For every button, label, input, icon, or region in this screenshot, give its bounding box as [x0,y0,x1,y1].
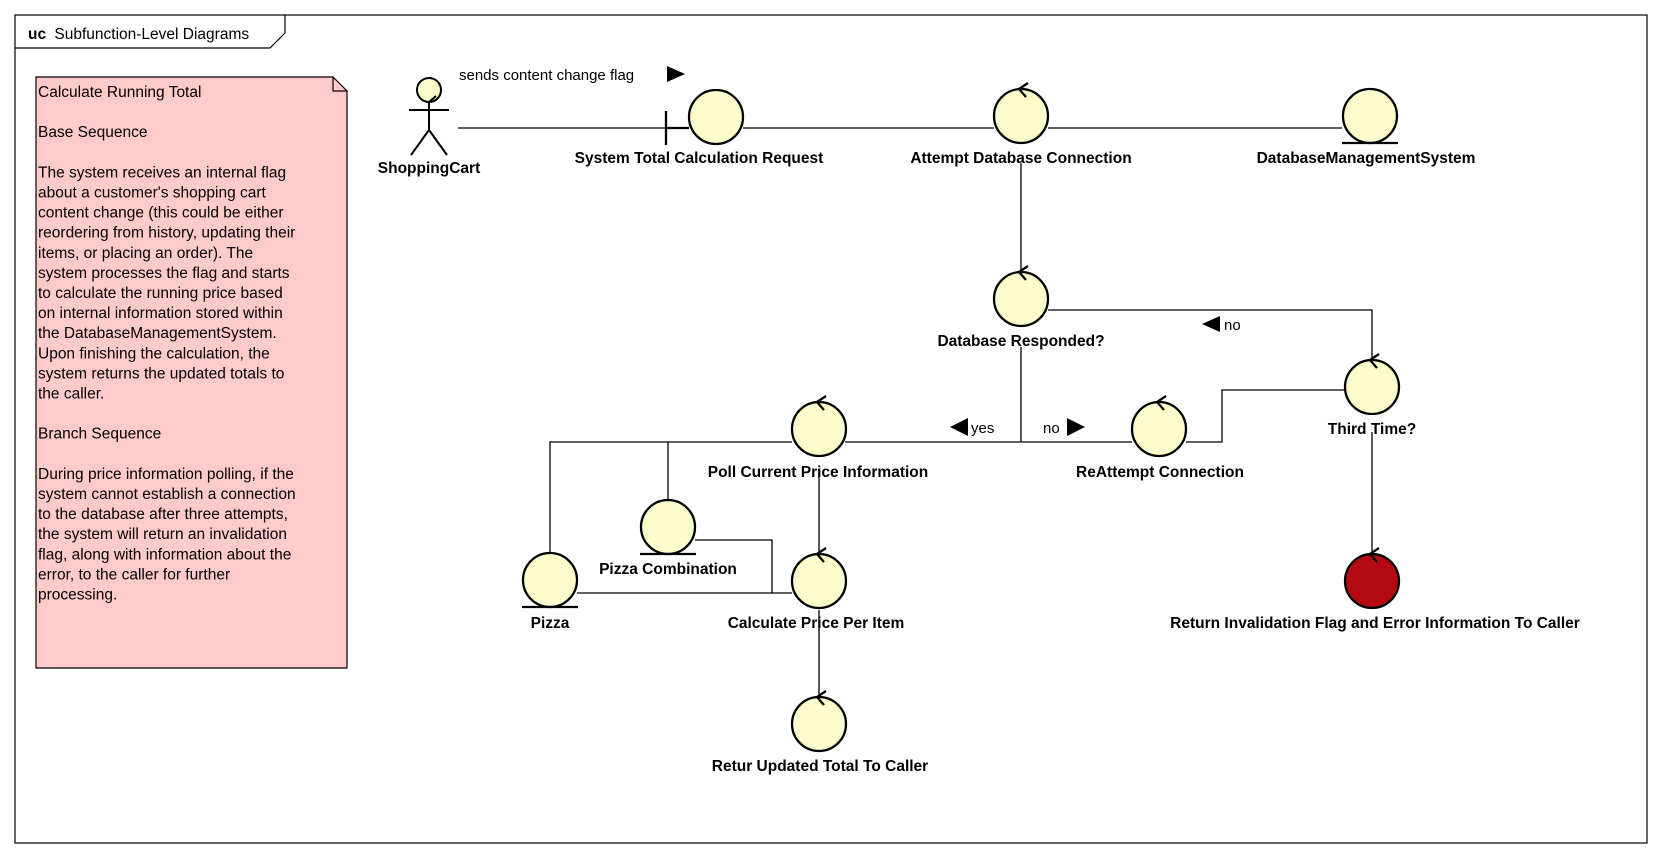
note-line: Upon finishing the calculation, the [38,345,270,362]
note-line: flag, along with information about the [38,546,291,563]
frame-title: Subfunction-Level Diagrams [54,26,249,43]
note-line: processing. [38,587,117,604]
diagram-frame: uc Subfunction-Level Diagrams [14,14,1648,844]
connectors [458,127,1373,697]
control-icon [790,395,848,458]
note-line: to calculate the running price based [38,285,283,302]
note-line: the DatabaseManagementSystem. [38,325,277,342]
note-line: error, to the caller for further [38,566,230,583]
control-attempt-db-connection: Attempt Database Connection [910,82,1132,167]
entity-pizza: Pizza [521,551,579,632]
note-line: Base Sequence [38,124,147,141]
yes-label: yes [971,420,994,437]
link-combination-calc [695,539,773,593]
note-line: During price information polling, if the [38,466,294,483]
boundary-icon [664,88,745,146]
note-line: on internal information stored within [38,305,283,322]
control-poll-price: Poll Current Price Information [708,395,928,481]
note-line: system processes the flag and starts [38,265,290,282]
control-icon [1343,547,1401,610]
control-icon [790,547,848,610]
control-icon [992,82,1050,145]
note-line: the system will return an invalidation [38,526,287,543]
note-line: to the database after three attempts, [38,506,288,523]
control-label: Poll Current Price Information [708,464,928,481]
link-reattempt-third [1186,389,1345,443]
note-line: content change (this could be either [38,205,284,222]
note-line: Branch Sequence [38,426,161,443]
note-line: Calculate Running Total [38,84,201,101]
actor-label: ShoppingCart [378,160,480,177]
note-line: items, or placing an order). The [38,245,253,262]
note-line: The system receives an internal flag [38,164,286,181]
control-calc-price-item: Calculate Price Per Item [728,547,905,632]
control-reattempt: ReAttempt Connection [1076,395,1244,481]
control-icon [1130,395,1188,458]
control-icon [992,265,1050,328]
control-label: Attempt Database Connection [910,150,1131,167]
arrow-left-icon [1202,316,1220,332]
sends-flag-label: sends content change flag [459,67,634,84]
control-label: Calculate Price Per Item [728,615,905,632]
actor-shopping-cart: ShoppingCart [378,77,480,177]
control-icon [1343,353,1401,416]
boundary-system-total-request: System Total Calculation Request [575,88,824,167]
frame-keyword: uc [28,26,46,43]
no-label-top: no [1224,317,1241,334]
control-return-total: Retur Updated Total To Caller [712,690,928,775]
control-return-invalidation: Return Invalidation Flag and Error Infor… [1170,547,1580,632]
note-line: reordering from history, updating their [38,225,295,242]
control-icon [790,690,848,753]
link-responded-third [1048,309,1373,360]
control-label: Database Responded? [937,333,1104,350]
note-line: system returns the updated totals to [38,365,284,382]
arrow-right-icon [1067,418,1085,436]
entity-dbms: DatabaseManagementSystem [1257,87,1476,167]
note-text: Calculate Running Total Base Sequence Th… [38,84,296,604]
entity-icon [1341,87,1399,145]
control-label: ReAttempt Connection [1076,464,1244,481]
note-line [38,144,42,161]
entity-label: DatabaseManagementSystem [1257,150,1476,167]
control-label: Third Time? [1328,421,1416,438]
note-line: about a customer's shopping cart [38,185,267,202]
entity-label: Pizza Combination [599,561,737,578]
entity-icon [521,551,579,609]
entity-pizza-combination: Pizza Combination [599,498,737,578]
note-line [38,104,42,121]
svg-text:uc Subfunction-Level Dia: uc Subfunction-Level Diagrams [28,26,249,43]
description-note: Calculate Running Total Base Sequence Th… [35,76,348,669]
link-poll-pizza [549,441,792,553]
arrow-left-icon [950,418,968,436]
no-label-mid: no [1043,420,1060,437]
connector-labels: sends content change flag no yes no [459,66,1241,437]
control-db-responded: Database Responded? [937,265,1105,350]
note-line [38,406,42,423]
boundary-label: System Total Calculation Request [575,150,824,167]
arrow-right-icon [667,66,685,82]
entity-label: Pizza [531,615,570,632]
actor-icon [409,77,449,156]
note-line [38,446,42,463]
control-label: Return Invalidation Flag and Error Infor… [1170,615,1580,632]
control-label: Retur Updated Total To Caller [712,758,928,775]
entity-icon [639,498,697,556]
note-line: system cannot establish a connection [38,486,296,503]
control-third-time: Third Time? [1328,353,1416,438]
note-line: the caller. [38,386,104,403]
